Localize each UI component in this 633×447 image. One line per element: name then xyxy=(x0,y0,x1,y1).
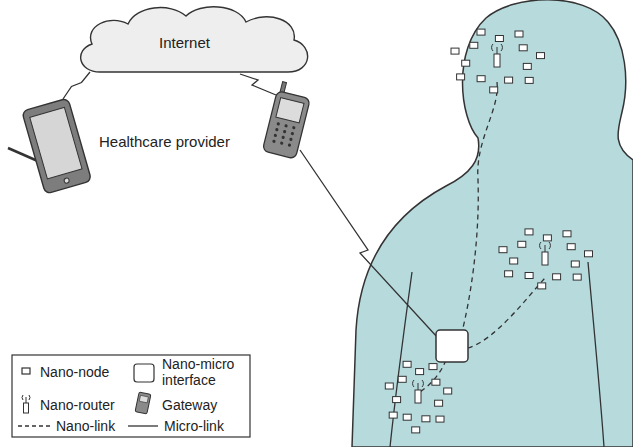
legend-interface xyxy=(134,364,154,382)
human-body xyxy=(352,0,633,447)
legend-label: Nano-router xyxy=(40,397,115,413)
legend-micro-link xyxy=(128,425,158,426)
legend-label: Nano-link xyxy=(56,418,115,434)
micro-link xyxy=(63,72,90,99)
legend-nano-node xyxy=(22,368,30,374)
node-label: Healthcare provider xyxy=(99,133,230,151)
nano-clusters xyxy=(385,29,592,433)
node-label: Internet xyxy=(159,34,210,52)
gateway-phone xyxy=(262,81,312,159)
micro-links xyxy=(240,74,438,338)
legend-box xyxy=(12,355,250,437)
tablet-shape xyxy=(15,95,270,207)
arm-line xyxy=(588,262,604,447)
healthcare-tablet: Healthcare provider xyxy=(15,95,270,207)
nano-micro-interface xyxy=(436,330,468,362)
legend-nano-link xyxy=(18,425,50,426)
nano-links xyxy=(420,82,545,392)
legend-router xyxy=(22,395,30,413)
legend-label: Nano-node xyxy=(40,364,109,380)
legend-gateway xyxy=(135,392,151,414)
legend-label: Nano-micro interface xyxy=(162,356,242,388)
legend-label: Gateway xyxy=(162,397,217,413)
internet-cloud: Internet xyxy=(70,2,315,78)
legend-label: Micro-link xyxy=(164,418,224,434)
